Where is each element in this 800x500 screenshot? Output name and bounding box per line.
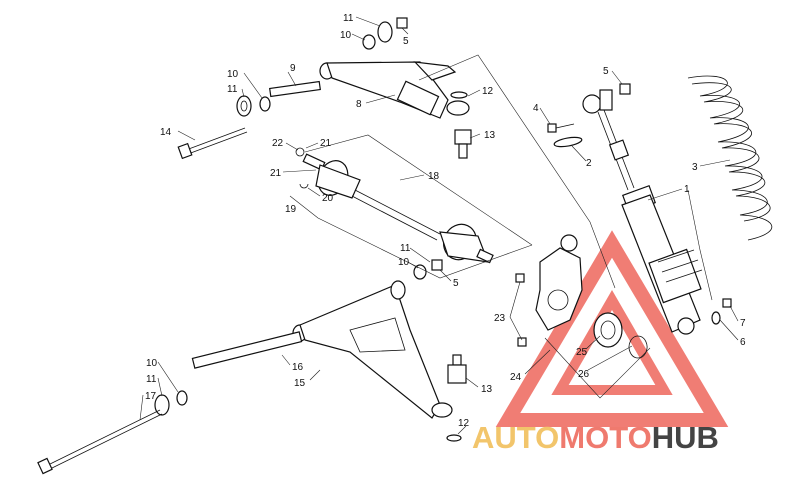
lower-a-arm [292, 280, 453, 419]
upper-a-arm [319, 61, 470, 119]
label-8: 8 [356, 99, 362, 110]
label-26: 26 [578, 369, 590, 380]
bushing-10-upper-right [362, 34, 376, 50]
label-4: 4 [533, 103, 539, 114]
label-3: 3 [692, 162, 698, 173]
label-19: 19 [285, 204, 297, 215]
bolt-4 [547, 123, 575, 133]
watermark-auto: AUTO [472, 420, 559, 455]
pin-9 [269, 80, 321, 98]
label-13: 13 [481, 384, 493, 395]
label-10: 10 [340, 30, 352, 41]
label-11: 11 [400, 243, 411, 254]
label-10: 10 [398, 257, 410, 268]
part-labels: 11 10 5 9 10 11 8 12 13 14 22 21 21 20 1… [145, 13, 746, 429]
bolt-5-top [619, 83, 631, 95]
clip-22 [295, 147, 305, 157]
group-outlines [289, 54, 713, 399]
nut-5-upper [396, 17, 408, 29]
label-16: 16 [292, 362, 304, 373]
tube-16 [191, 331, 303, 369]
bushing-10-lower [176, 390, 188, 406]
label-2: 2 [586, 158, 592, 169]
shock-absorber [582, 89, 703, 335]
label-11: 11 [227, 84, 238, 95]
label-15: 15 [294, 378, 306, 389]
label-21: 21 [270, 168, 282, 179]
label-7: 7 [740, 318, 746, 329]
label-10: 10 [227, 69, 239, 80]
label-12: 12 [458, 418, 470, 429]
cap-11-upper-right [377, 21, 393, 43]
watermark-text: AUTOMOTOHUB [472, 420, 719, 455]
label-17: 17 [145, 391, 157, 402]
steering-knuckle [515, 234, 583, 347]
label-20: 20 [322, 193, 334, 204]
clip-12-upper [450, 91, 468, 99]
drive-axle [302, 153, 494, 264]
bushing-2 [553, 136, 583, 148]
bolt-7 [722, 298, 732, 308]
washer-6 [711, 311, 721, 325]
label-22: 22 [272, 138, 284, 149]
bushing-10-upper-left [259, 96, 271, 112]
cap-11-upper-left [236, 95, 252, 117]
label-5: 5 [403, 36, 409, 47]
label-5: 5 [453, 278, 459, 289]
label-14: 14 [160, 127, 172, 138]
label-6: 6 [740, 337, 746, 348]
bearing-25 [593, 312, 623, 348]
label-18: 18 [428, 171, 440, 182]
label-23: 23 [494, 313, 506, 324]
label-11: 11 [146, 374, 157, 385]
label-9: 9 [290, 63, 296, 74]
svg-text:AUTOMOTOHUB: AUTOMOTOHUB [472, 420, 719, 455]
label-10: 10 [146, 358, 158, 369]
nut-5-knuckle [431, 259, 443, 271]
label-25: 25 [576, 347, 588, 358]
label-5: 5 [603, 66, 609, 77]
label-11: 11 [343, 13, 354, 24]
ball-joint-13-upper [454, 129, 472, 159]
label-21: 21 [320, 138, 332, 149]
bushing-10-knuckle [413, 264, 427, 280]
label-24: 24 [510, 372, 522, 383]
retaining-ring-26 [628, 335, 648, 359]
coil-spring [687, 75, 773, 241]
ball-joint-13-lower [447, 354, 467, 384]
cap-11-lower [154, 394, 170, 416]
bolt-17 [37, 409, 163, 475]
watermark-moto: MOTO [559, 420, 651, 455]
clip-20 [299, 183, 309, 189]
label-13: 13 [484, 130, 496, 141]
watermark-hub: HUB [652, 420, 719, 455]
bolt-14 [177, 127, 248, 160]
leader-lines [139, 16, 739, 435]
label-12: 12 [482, 86, 494, 97]
clip-12-lower [446, 434, 462, 442]
label-1: 1 [684, 184, 690, 195]
